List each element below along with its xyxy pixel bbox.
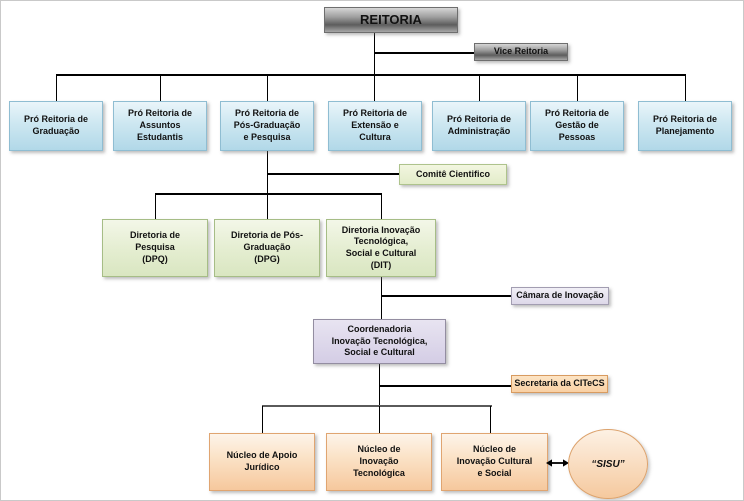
node-pro-reitoria-administracao: Pró Reitoria de Administração [432, 101, 526, 151]
node-coordenadoria-inovacao: Coordenadoria Inovação Tecnológica, Soci… [313, 319, 446, 364]
node-diretoria-pos-graduacao: Diretoria de Pós- Graduação (DPG) [214, 219, 320, 277]
node-nucleo-inovacao-tecnologica: Núcleo de Inovação Tecnológica [326, 433, 432, 491]
node-label: Coordenadoria Inovação Tecnológica, Soci… [331, 323, 428, 358]
connector-drop [55, 75, 57, 101]
node-label: Pró Reitoria de Graduação [23, 114, 88, 136]
connector-bus-level1 [55, 74, 686, 76]
double-arrow-icon [546, 459, 569, 467]
node-label: Pró Reitoria de Pós-Graduação e Pesquisa [233, 108, 301, 142]
node-pro-reitoria-extensao: Pró Reitoria de Extensão e Cultura [328, 101, 422, 151]
connector-drop [266, 194, 268, 219]
connector-drop [154, 194, 156, 219]
node-label: Diretoria de Pesquisa (DPQ) [129, 230, 180, 264]
connector-drop [684, 75, 686, 101]
node-label: Secretaria da CITeCS [514, 378, 605, 389]
node-label: Pró Reitoria de Planejamento [652, 114, 717, 136]
node-label: Pró Reitoria de Extensão e Cultura [342, 108, 407, 142]
node-label: Pró Reitoria de Gestão de Pessoas [544, 108, 609, 142]
connector-drop [489, 406, 491, 433]
connector-bus-level2 [154, 193, 382, 195]
node-comite-cientifico: Comitê Cientifico [399, 164, 507, 185]
node-label: Vice Reitoria [493, 46, 549, 57]
node-pro-reitoria-planejamento: Pró Reitoria de Planejamento [638, 101, 732, 151]
node-camara-inovacao: Câmara de Inovação [511, 287, 609, 305]
connector-secretaria-branch [379, 385, 511, 387]
connector-drop [478, 75, 480, 101]
node-secretaria-citecs: Secretaria da CITeCS [511, 375, 608, 393]
node-label: Pró Reitoria de Assuntos Estudantis [127, 108, 192, 142]
node-label: Diretoria Inovação Tecnológica, Social e… [341, 224, 421, 270]
node-pro-reitoria-assuntos-estudantis: Pró Reitoria de Assuntos Estudantis [113, 101, 207, 151]
node-vice-reitoria: Vice Reitoria [474, 43, 568, 61]
connector-drop [576, 75, 578, 101]
node-label: Comitê Cientifico [415, 168, 490, 179]
connector-drop [380, 194, 382, 219]
connector-root-drop [373, 33, 375, 101]
node-label: Pró Reitoria de Administração [446, 114, 511, 136]
node-label: Câmara de Inovação [516, 290, 604, 301]
connector-bus-level3 [261, 404, 492, 407]
node-label: “SISU” [591, 458, 625, 470]
connector-dit-down [380, 277, 382, 319]
node-label: Núcleo de Inovação Cultural e Social [456, 444, 533, 478]
connector-drop [159, 75, 161, 101]
node-reitoria: REITORIA [324, 7, 458, 33]
node-label: Diretoria de Pós- Graduação (DPG) [230, 230, 304, 264]
node-diretoria-pesquisa: Diretoria de Pesquisa (DPQ) [102, 219, 208, 277]
connector-camara-branch [381, 295, 511, 297]
node-pro-reitoria-pos-graduacao: Pró Reitoria de Pós-Graduação e Pesquisa [220, 101, 314, 151]
connector-drop [378, 406, 380, 433]
connector-drop [261, 406, 263, 433]
node-pro-reitoria-graduacao: Pró Reitoria de Graduação [9, 101, 103, 151]
connector-posgrad-down [266, 151, 268, 194]
node-label: REITORIA [360, 11, 422, 27]
node-nucleo-apoio-juridico: Núcleo de Apoio Jurídico [209, 433, 315, 491]
node-label: Núcleo de Inovação Tecnológica [353, 444, 405, 478]
connector-comite-branch [267, 173, 399, 175]
node-pro-reitoria-gestao-pessoas: Pró Reitoria de Gestão de Pessoas [530, 101, 624, 151]
connector-vice-branch [374, 52, 474, 54]
node-nucleo-inovacao-cultural: Núcleo de Inovação Cultural e Social [441, 433, 548, 491]
node-label: Núcleo de Apoio Jurídico [226, 450, 298, 472]
connector-drop [266, 75, 268, 101]
node-sisu: “SISU” [568, 429, 648, 499]
node-diretoria-inovacao: Diretoria Inovação Tecnológica, Social e… [326, 219, 436, 277]
